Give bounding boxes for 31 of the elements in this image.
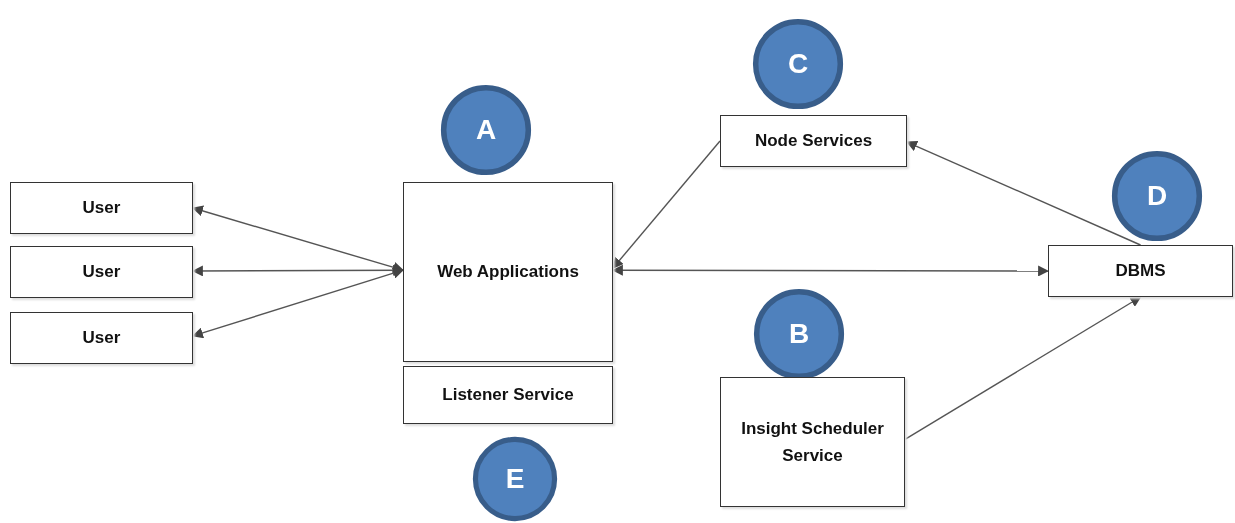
letter-circle [472, 436, 558, 522]
box-label: Insight Scheduler Service [740, 417, 885, 467]
component-box [403, 182, 613, 362]
letter-circle [753, 288, 845, 380]
circle-letter: B [788, 318, 810, 350]
arrow [612, 140, 721, 269]
letter-circle [440, 84, 532, 176]
component-box [10, 312, 193, 364]
box-label: Node Services [753, 130, 874, 153]
circle-letter: D [1146, 180, 1168, 212]
component-box [1048, 245, 1233, 297]
letter-circle [752, 18, 844, 110]
letter-circle [1111, 150, 1203, 242]
component-box [403, 366, 613, 424]
arrow [191, 205, 405, 273]
box-label: Listener Service [441, 384, 575, 407]
box-label: DBMS [1114, 260, 1167, 283]
arrow [611, 264, 1050, 277]
arrow [904, 296, 1142, 441]
component-box [10, 246, 193, 298]
component-box [720, 115, 907, 167]
box-label: User [81, 261, 122, 284]
circle-letter: E [505, 463, 525, 495]
box-label: User [81, 197, 122, 220]
component-box [10, 182, 193, 234]
circle-letter: A [475, 114, 497, 146]
arrow [191, 267, 405, 339]
component-box [720, 377, 905, 507]
box-label: Web Applications [436, 261, 580, 284]
circle-letter: C [787, 48, 809, 80]
box-label: User [81, 327, 122, 350]
